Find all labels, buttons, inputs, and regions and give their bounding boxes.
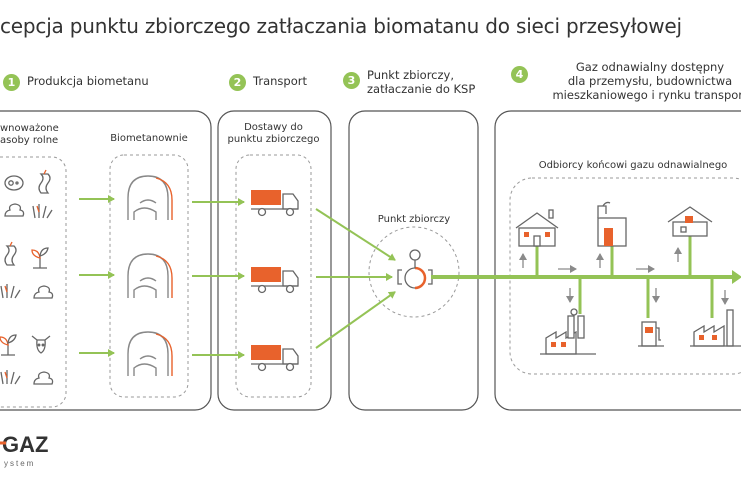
manure-icon [33,285,54,299]
step-number-2: 2 [229,74,246,91]
page-title: cepcja punktu zbiorczego zatłaczania bio… [0,14,682,38]
sprout-icon [31,247,49,269]
arrow-icon [315,208,396,261]
label-collection-point: Punkt zbiorczy [377,214,451,225]
apple-core-icon [38,169,51,194]
group-collection-point [368,226,460,318]
label-deliveries: Dostawy do punktu zbiorczego [227,122,320,145]
label-end-users: Odbiorcy końcowi gazu odnawialnego [538,160,728,171]
biogas-plant-icon [127,331,173,376]
factory-icon [597,201,627,247]
apple-core-icon [4,241,17,266]
logo-text: GAZ [2,432,48,457]
panel-end-users [494,110,741,411]
step-4: 4 Gaz odnawialny dostępny dla przemysłu,… [511,60,741,102]
truck-icon [251,190,299,217]
panel-collection [348,110,479,411]
panel-transport [217,110,332,411]
logo: GAZ ystem [0,432,48,468]
step-number-3: 3 [343,72,360,89]
panel-production [0,110,212,411]
house-icon [515,209,559,247]
step-1: 1 Produkcja biometanu [3,74,149,91]
grass-icon [0,284,21,299]
grass-icon [0,370,21,385]
group-resources [0,156,67,408]
factory-icon [690,309,741,347]
cow-icon [31,335,51,354]
factory-icon [540,308,596,355]
step-label-3: Punkt zbiorczy, zatłaczanie do KSP [367,68,476,96]
pig-icon [4,175,24,191]
group-plants [109,154,189,398]
manure-icon [33,371,54,385]
manure-icon [4,203,25,217]
gas-meter-icon [397,249,433,290]
step-label-2: Transport [253,74,307,88]
sprout-icon [0,334,17,356]
label-resources: wnoważone asoby rolne [0,123,59,146]
step-number-4: 4 [511,66,528,83]
arrow-icon [315,291,396,349]
step-3: 3 Punkt zbiorczy, zatłaczanie do KSP [343,68,475,96]
step-2: 2 Transport [229,74,307,91]
grass-icon [32,204,53,219]
truck-icon [251,267,299,294]
biogas-plant-icon [127,253,173,298]
truck-icon [251,345,299,372]
pipeline-arrowhead [732,270,741,284]
step-label-1: Produkcja biometanu [27,74,149,88]
label-biomethane-plants: Biometanownie [110,133,188,144]
house-icon [667,206,713,237]
logo-subtext: ystem [4,459,35,468]
step-label-4: Gaz odnawialny dostępny dla przemysłu, b… [552,60,741,102]
step-number-1: 1 [3,74,20,91]
biogas-plant-icon [127,175,173,220]
fuel-station-icon [638,321,664,347]
